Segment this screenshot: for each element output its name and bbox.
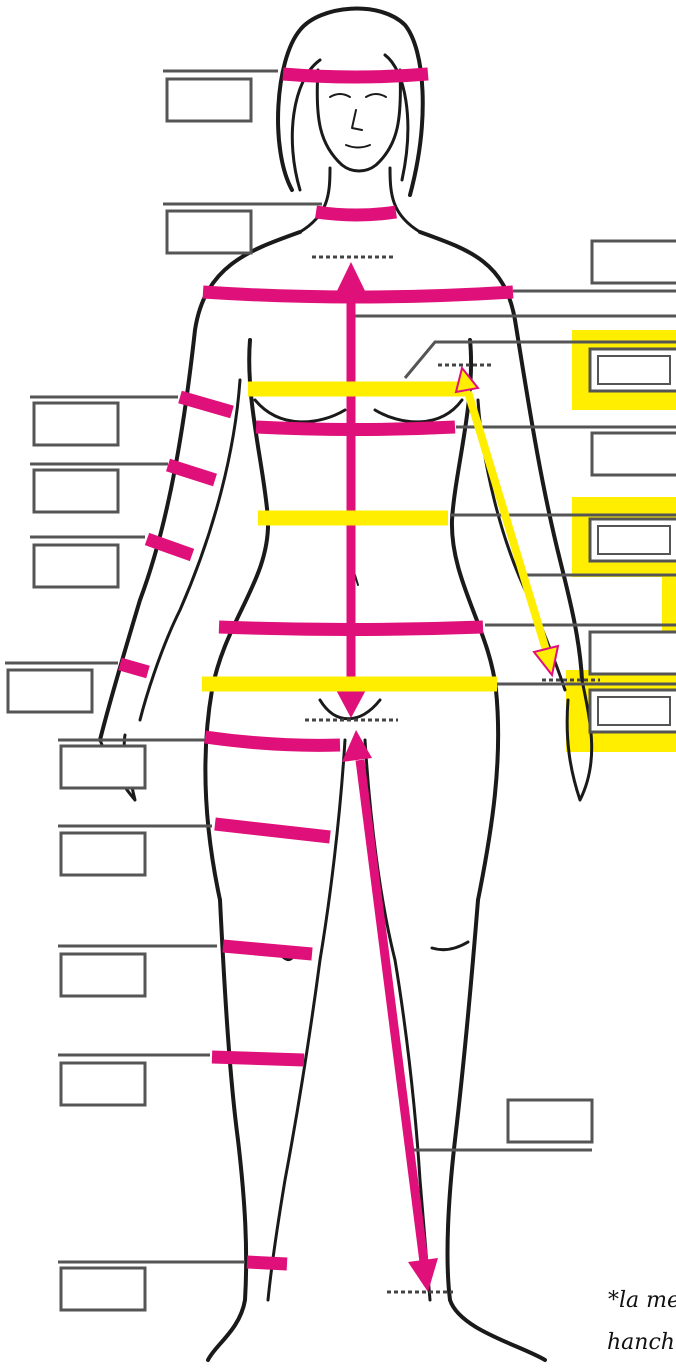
measurement-box-underbust[interactable] bbox=[592, 433, 676, 475]
mouth bbox=[346, 145, 370, 148]
arrowhead-icon bbox=[408, 1258, 438, 1292]
nose bbox=[352, 110, 362, 130]
leg-left-outer bbox=[208, 900, 246, 1360]
measurement-box-head[interactable] bbox=[167, 79, 251, 121]
measurement-box-forearm[interactable] bbox=[34, 545, 118, 587]
eye-right bbox=[366, 94, 386, 97]
measurement-box-ankle[interactable] bbox=[61, 1268, 145, 1310]
band-wrist bbox=[120, 664, 148, 672]
eye-left bbox=[330, 94, 350, 97]
arrowhead-icon bbox=[335, 688, 367, 718]
measurement-box-knee[interactable] bbox=[61, 954, 145, 996]
measurement-box-neck[interactable] bbox=[167, 211, 251, 253]
arrow-inseam-shaft bbox=[360, 760, 424, 1262]
measurement-box-calf[interactable] bbox=[61, 1063, 145, 1105]
measurement-box-waist-inner bbox=[598, 526, 670, 554]
measurement-box-wrist[interactable] bbox=[8, 670, 92, 712]
band-neck bbox=[316, 212, 396, 215]
band-thigh bbox=[205, 737, 340, 745]
arrowhead-icon bbox=[456, 368, 478, 392]
measurement-box-shoulder-width[interactable] bbox=[592, 241, 676, 283]
measurement-box-elbow[interactable] bbox=[34, 470, 118, 512]
knee-right bbox=[432, 942, 468, 950]
band-head bbox=[283, 74, 428, 77]
measurement-box-thigh[interactable] bbox=[61, 746, 145, 788]
band-calf bbox=[212, 1057, 304, 1060]
measurement-box-upper-arm[interactable] bbox=[34, 403, 118, 445]
measurement-box-mid-thigh[interactable] bbox=[61, 833, 145, 875]
bust-curve bbox=[255, 400, 462, 422]
arrowhead-icon bbox=[335, 262, 367, 295]
arrowhead-icon bbox=[342, 730, 372, 762]
band-knee bbox=[223, 946, 312, 954]
measurement-box-hip-inner bbox=[598, 697, 670, 725]
measurement-box-high-hip[interactable] bbox=[590, 632, 676, 674]
arrowhead-icon bbox=[534, 646, 558, 675]
footnote-line-1: *la me bbox=[608, 1288, 676, 1313]
footnote-line-2: hanch bbox=[607, 1330, 675, 1355]
band-ankle bbox=[247, 1262, 287, 1264]
band-mid-thigh bbox=[215, 824, 330, 837]
leg-left-inner bbox=[268, 740, 345, 1300]
neck-left bbox=[300, 168, 330, 232]
measurement-box-bust-inner bbox=[598, 356, 670, 384]
measurement-box-inseam[interactable] bbox=[508, 1100, 592, 1142]
band-upper-arm bbox=[180, 397, 232, 412]
face-outline bbox=[317, 70, 400, 171]
